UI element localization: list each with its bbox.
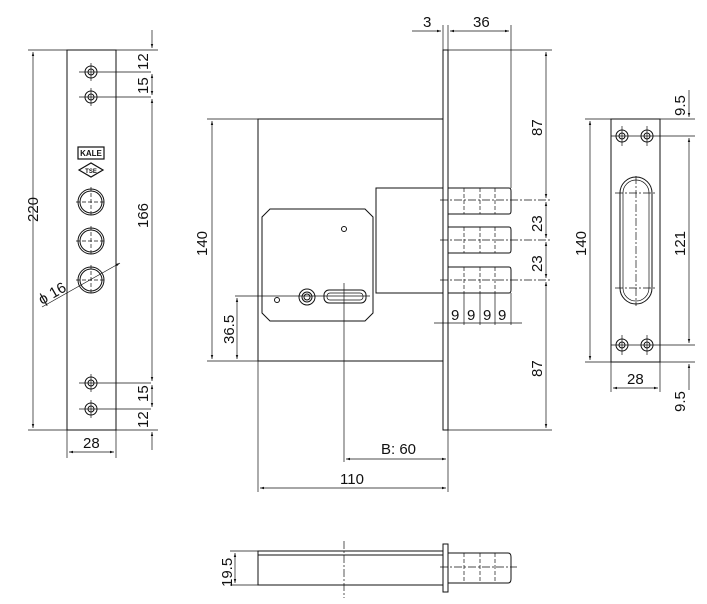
bolt-housing: [375, 187, 444, 294]
bolts: [440, 187, 550, 294]
dim-diameter: ϕ 16: [36, 279, 70, 308]
dim-case-height: 140: [194, 231, 211, 256]
lock-body-view: 3 36 87 23 23 87 140 36.5 9 9 9 9 B: 60 …: [194, 14, 552, 492]
dim-strike-bottom: 9.5: [672, 391, 689, 412]
dim-strike-width: 28: [627, 371, 644, 388]
bolt-bottom: [448, 552, 512, 584]
dim-step: 9: [467, 307, 475, 324]
strike-plate-outline: [610, 118, 661, 363]
faceplate-bottom: [442, 543, 449, 593]
dim-key-height: 36.5: [221, 315, 238, 344]
dim-strike-height: 140: [573, 231, 590, 256]
dim-top-12: 12: [135, 53, 152, 70]
svg-text:KALE: KALE: [80, 149, 102, 158]
handle-slot: [323, 289, 367, 304]
dim-faceplate-height: 220: [25, 197, 42, 222]
dim-lower: 87: [529, 360, 546, 377]
dim-bottom-15: 15: [135, 385, 152, 402]
dim-hole-span: 166: [135, 203, 152, 228]
screw-hole: [274, 297, 280, 303]
dim-bottom-thickness: 19.5: [219, 558, 236, 587]
dim-step: 9: [483, 307, 491, 324]
dim-strike-span: 121: [672, 231, 689, 256]
dim-step: 9: [498, 307, 506, 324]
dim-top-15: 15: [135, 77, 152, 94]
strike-screw-holes: [611, 126, 695, 355]
dim-case-width: 110: [340, 471, 364, 488]
dim-strike-top: 9.5: [672, 95, 689, 116]
strike-plate-view: 140 9.5 121 9.5 28: [573, 90, 695, 412]
key-cylinder: [298, 288, 316, 306]
screw-holes: [79, 63, 151, 418]
dim-backset: B: 60: [381, 441, 416, 458]
bottom-view: 19.5: [219, 541, 517, 598]
tse-logo: TSE: [77, 162, 105, 178]
strike-slot: [619, 176, 653, 305]
faceplate-view: KALE TSE 220 12 15 166 15 12 28 ϕ 16: [25, 30, 158, 458]
kale-logo: KALE: [77, 146, 105, 160]
case-bottom: [257, 550, 444, 586]
svg-text:TSE: TSE: [85, 169, 97, 175]
bolt-holes: [76, 187, 106, 295]
dim-pitch-2: 23: [529, 255, 546, 272]
dim-step: 9: [451, 307, 459, 324]
dim-bolt-throw: 36: [473, 14, 490, 31]
dim-bottom-12: 12: [135, 411, 152, 428]
screw-hole: [341, 226, 347, 232]
faceplate-outline: [66, 49, 117, 431]
dim-upper: 87: [529, 119, 546, 136]
dim-pitch-1: 23: [529, 215, 546, 232]
dim-thickness: 3: [423, 14, 431, 31]
lock-case: [257, 118, 444, 362]
mechanism-plate: [261, 208, 374, 322]
dim-faceplate-width: 28: [83, 435, 100, 452]
